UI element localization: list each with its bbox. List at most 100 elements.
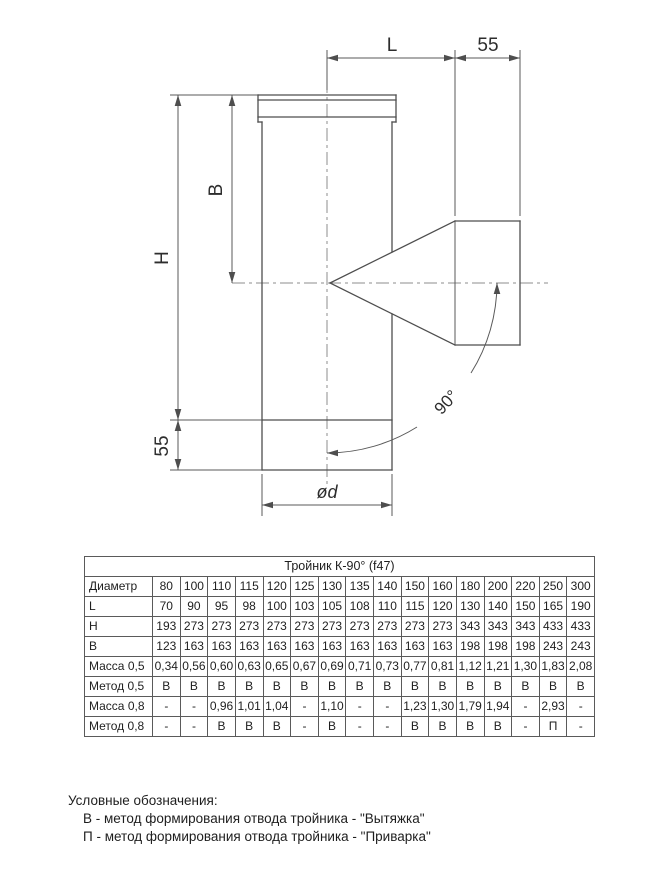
table-cell: 1,21 bbox=[483, 656, 513, 677]
table-cell: 165 bbox=[538, 596, 568, 617]
table-cell: 1,01 bbox=[234, 696, 264, 717]
table-cell: В bbox=[400, 676, 430, 697]
table-cell: - bbox=[373, 696, 402, 717]
table-cell: - bbox=[511, 716, 540, 737]
table-cell: 0,69 bbox=[317, 656, 347, 677]
row-label: Масса 0,8 bbox=[84, 696, 153, 717]
table-cell: В bbox=[538, 676, 568, 697]
table-cell: 140 bbox=[373, 576, 402, 597]
table-cell: 130 bbox=[455, 596, 485, 617]
table-cell: 343 bbox=[511, 616, 540, 637]
dimension-top: L 55 bbox=[326, 35, 521, 216]
table-cell: - bbox=[345, 696, 374, 717]
angle-dimension: 90° bbox=[326, 282, 501, 457]
table-cell: 163 bbox=[290, 636, 319, 657]
table-title: Тройник К-90° (f47) bbox=[84, 556, 595, 577]
table-cell: 433 bbox=[538, 616, 568, 637]
row-label: Метод 0,8 bbox=[84, 716, 153, 737]
table-cell: В bbox=[483, 676, 513, 697]
table-cell: 273 bbox=[400, 616, 430, 637]
table-cell: 150 bbox=[511, 596, 540, 617]
table-cell: 273 bbox=[345, 616, 374, 637]
table-cell: - bbox=[373, 716, 402, 737]
table-cell: 100 bbox=[179, 576, 209, 597]
table-cell: - bbox=[511, 696, 540, 717]
table-cell: 200 bbox=[483, 576, 513, 597]
table-cell: 2,93 bbox=[538, 696, 568, 717]
table-cell: 198 bbox=[511, 636, 540, 657]
dim-label-angle: 90° bbox=[431, 386, 462, 418]
table-cell: 0,73 bbox=[373, 656, 402, 677]
table-cell: В bbox=[290, 676, 319, 697]
table-cell: В bbox=[428, 716, 457, 737]
table-cell: 343 bbox=[483, 616, 513, 637]
table-cell: В bbox=[483, 716, 513, 737]
table-cell: 273 bbox=[428, 616, 457, 637]
table-cell: 1,79 bbox=[455, 696, 485, 717]
dim-label-L: L bbox=[387, 35, 398, 56]
row-label: B bbox=[84, 636, 153, 657]
row-label: L bbox=[84, 596, 153, 617]
legend-items: В - метод формирования отвода тройника -… bbox=[68, 810, 431, 846]
legend-item: П - метод формирования отвода тройника -… bbox=[83, 829, 431, 845]
table-cell: 163 bbox=[234, 636, 264, 657]
table-cell: - bbox=[179, 696, 209, 717]
table-cell: 110 bbox=[373, 596, 402, 617]
table-cell: 0,71 bbox=[345, 656, 374, 677]
table-cell: 0,77 bbox=[400, 656, 430, 677]
table-cell: В bbox=[455, 676, 485, 697]
table-cell: 103 bbox=[290, 596, 319, 617]
table-cell: 163 bbox=[262, 636, 292, 657]
table-cell: - bbox=[152, 716, 181, 737]
dim-label-55-left: 55 bbox=[152, 435, 173, 456]
table-cell: В bbox=[455, 716, 485, 737]
table-cell: 120 bbox=[262, 576, 292, 597]
table-cell: 1,94 bbox=[483, 696, 513, 717]
table-cell: 1,23 bbox=[400, 696, 430, 717]
table-cell: В bbox=[234, 716, 264, 737]
table-cell: 98 bbox=[234, 596, 264, 617]
table-cell: 110 bbox=[207, 576, 236, 597]
dim-label-55-top: 55 bbox=[477, 35, 498, 56]
table-cell: 250 bbox=[538, 576, 568, 597]
tee-technical-drawing: L 55 H B 55 bbox=[152, 35, 548, 516]
table-cell: 0,60 bbox=[207, 656, 236, 677]
table-cell: 130 bbox=[317, 576, 347, 597]
table-cell: В bbox=[511, 676, 540, 697]
table-cell: В bbox=[262, 676, 292, 697]
table-cell: В bbox=[179, 676, 209, 697]
table-cell: 0,63 bbox=[234, 656, 264, 677]
table-cell: - bbox=[566, 716, 595, 737]
table-cell: В bbox=[207, 676, 236, 697]
table-cell: В bbox=[152, 676, 181, 697]
table-cell: 1,30 bbox=[511, 656, 540, 677]
table-cell: 273 bbox=[373, 616, 402, 637]
table-cell: 190 bbox=[566, 596, 595, 617]
table-cell: В bbox=[345, 676, 374, 697]
row-label: H bbox=[84, 616, 153, 637]
table-cell: 0,56 bbox=[179, 656, 209, 677]
table-cell: В bbox=[566, 676, 595, 697]
table-cell: 193 bbox=[152, 616, 181, 637]
legend: Условные обозначения: В - метод формиров… bbox=[68, 793, 431, 846]
table-cell: 273 bbox=[207, 616, 236, 637]
table-cell: 108 bbox=[345, 596, 374, 617]
table-cell: 1,83 bbox=[538, 656, 568, 677]
pipe-outline bbox=[257, 94, 397, 471]
legend-title: Условные обозначения: bbox=[68, 793, 218, 808]
table-cell: В bbox=[373, 676, 402, 697]
branch-outline bbox=[329, 220, 521, 346]
table-cell: 163 bbox=[400, 636, 430, 657]
table-cell: 163 bbox=[373, 636, 402, 657]
table-cell: В bbox=[207, 716, 236, 737]
table-cell: 0,81 bbox=[428, 656, 457, 677]
table-cell: 150 bbox=[400, 576, 430, 597]
legend-item: В - метод формирования отвода тройника -… bbox=[83, 811, 425, 826]
table-cell: 140 bbox=[483, 596, 513, 617]
